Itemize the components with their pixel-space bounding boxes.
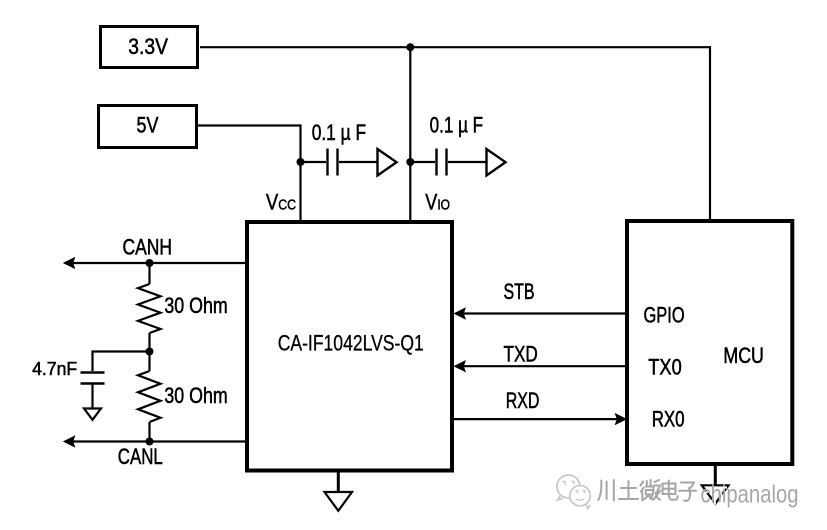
- svg-text:CANH: CANH: [123, 234, 173, 259]
- svg-text:5V: 5V: [137, 113, 159, 138]
- svg-text:30 Ohm: 30 Ohm: [164, 293, 227, 318]
- svg-text:chipanalog: chipanalog: [703, 483, 801, 511]
- svg-text:0.1 µ F: 0.1 µ F: [430, 112, 484, 137]
- svg-text:RX0: RX0: [652, 407, 685, 432]
- svg-text:GPIO: GPIO: [644, 303, 685, 328]
- svg-text:TXD: TXD: [504, 341, 538, 366]
- svg-text:TX0: TX0: [648, 354, 681, 379]
- svg-text:CA-IF1042LVS-Q1: CA-IF1042LVS-Q1: [278, 330, 424, 355]
- svg-text:4.7nF: 4.7nF: [32, 359, 77, 379]
- svg-text:0.1 µ F: 0.1 µ F: [312, 120, 366, 145]
- svg-text:STB: STB: [504, 279, 535, 304]
- svg-text:RXD: RXD: [506, 388, 540, 413]
- svg-text:chipanalog: chipanalog: [701, 481, 799, 509]
- svg-text:30 Ohm: 30 Ohm: [164, 383, 227, 408]
- svg-text:3.3V: 3.3V: [128, 34, 168, 59]
- svg-text:CANL: CANL: [118, 444, 163, 469]
- svg-text:MCU: MCU: [723, 343, 764, 368]
